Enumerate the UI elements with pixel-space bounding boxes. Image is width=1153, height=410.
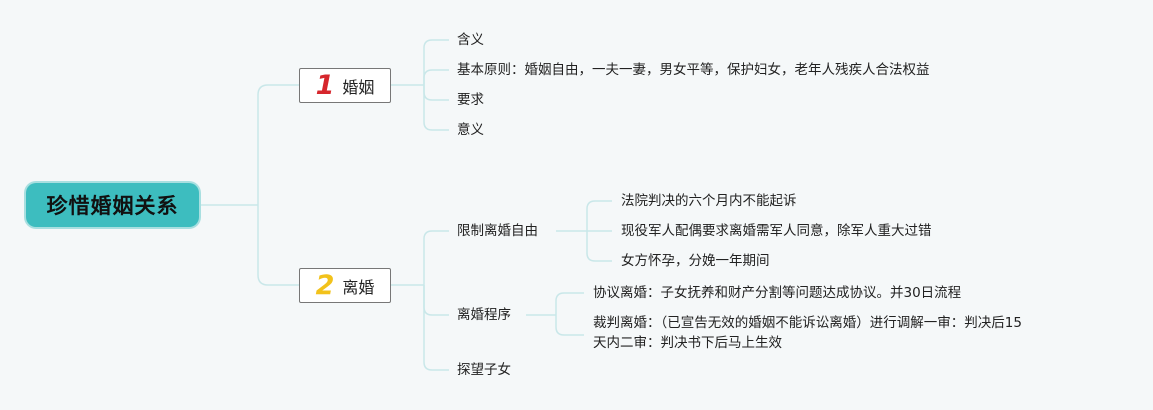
leaf-node[interactable]: 女方怀孕，分娩一年期间 (621, 253, 770, 269)
branch-number-badge: 2 (315, 270, 335, 301)
subbranch-node[interactable]: 限制离婚自由 (457, 223, 538, 239)
leaf-node[interactable]: 含义 (457, 32, 484, 48)
edge-b2-sub3 (423, 285, 449, 371)
branch-number-badge: 1 (315, 70, 335, 101)
leaf-node[interactable]: 现役军人配偶要求离婚需军人同意，除军人重大过错 (621, 223, 932, 239)
edge-sub2-leaf2 (555, 315, 584, 336)
subbranch-node[interactable]: 探望子女 (457, 362, 511, 378)
leaf-node[interactable]: 意义 (457, 122, 484, 138)
root-node[interactable]: 珍惜婚姻关系 (26, 183, 199, 227)
edge-root-branch1 (257, 84, 299, 205)
branch-label: 离婚 (342, 277, 375, 297)
leaf-node[interactable]: 法院判决的六个月内不能起诉 (621, 193, 797, 209)
edge-sub2-leaf1 (555, 292, 584, 315)
edge-b2-sub1 (423, 230, 449, 285)
root-label: 珍惜婚姻关系 (46, 194, 179, 218)
edge-b1-leaf3 (423, 85, 449, 101)
branch-node-divorce[interactable]: 2 离婚 (299, 268, 391, 303)
edge-b1-leaf1 (423, 39, 449, 85)
edge-b1-leaf4 (423, 85, 449, 131)
branch-label: 婚姻 (342, 77, 375, 97)
leaf-node[interactable]: 基本原则：婚姻自由，一夫一妻，男女平等，保护妇女，老年人残疾人合法权益 (457, 62, 930, 78)
edge-root-branch2 (257, 205, 299, 286)
edge-b2-sub2 (423, 285, 449, 316)
leaf-node[interactable]: 裁判离婚：（已宣告无效的婚姻不能诉讼离婚）进行调解一审：判决后15天内二审：判决… (593, 315, 1022, 351)
edge-b1-leaf2 (423, 69, 449, 85)
leaf-node[interactable]: 协议离婚：子女抚养和财产分割等问题达成协议。并30日流程 (593, 285, 962, 301)
edge-sub1-leaf3 (586, 231, 612, 262)
branch-node-marriage[interactable]: 1 婚姻 (299, 68, 391, 103)
leaf-node[interactable]: 要求 (457, 92, 484, 108)
subbranch-node[interactable]: 离婚程序 (457, 307, 511, 323)
edge-sub1-leaf1 (586, 200, 612, 231)
